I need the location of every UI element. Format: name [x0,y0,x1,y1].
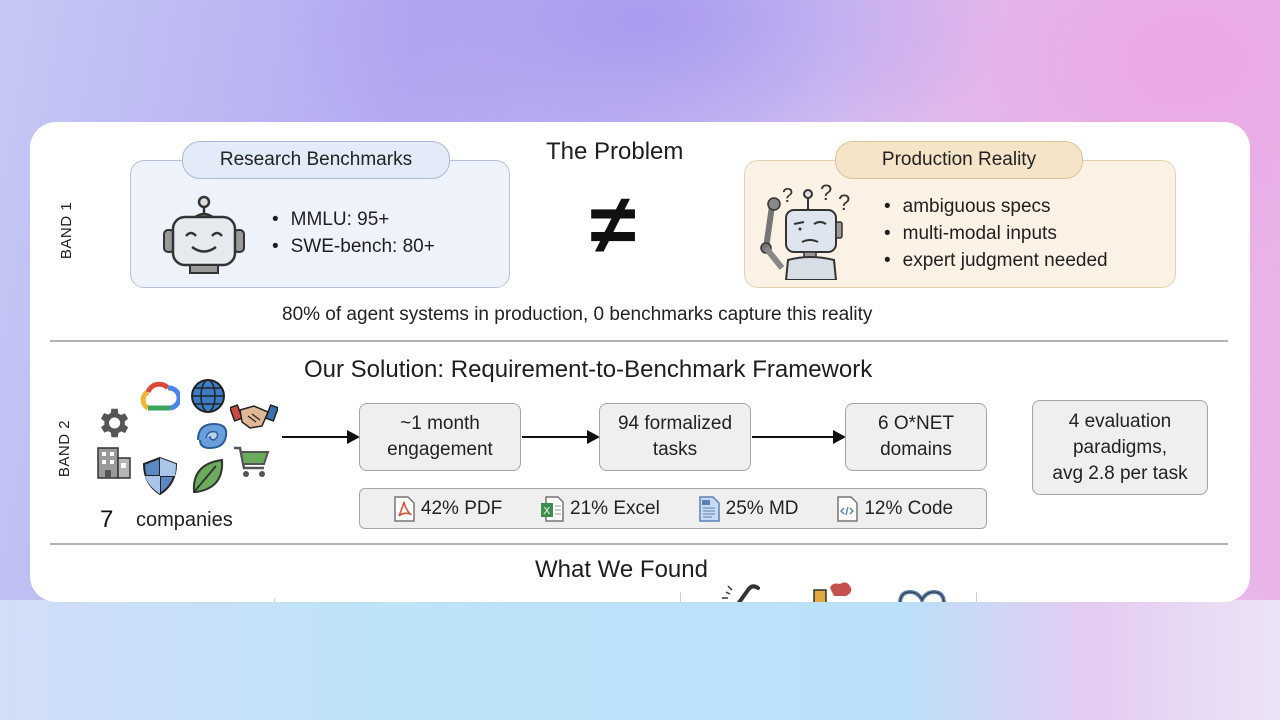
infinity-icon [898,589,946,602]
paradigms-line: avg 2.8 per task [1052,462,1188,484]
problem-title: The Problem [546,138,684,165]
cart-icon [234,446,270,477]
cloud-icon [140,381,180,411]
swirl-icon [197,422,228,450]
svg-text:?: ? [782,185,793,207]
band-divider [50,340,1228,342]
research-bullet: MMLU: 95+ [272,206,435,233]
production-reality-tag: Production Reality [835,141,1083,179]
svg-text:?: ? [820,180,832,205]
step-line: domains [880,439,952,460]
step-line: engagement [387,439,493,460]
not-equal-symbol: ≠ [590,177,637,271]
shield-icon [142,456,178,496]
evaluation-paradigms-box: 4 evaluation paradigms, avg 2.8 per task [1032,400,1208,495]
production-bullet: multi-modal inputs [884,220,1108,247]
research-bullets: MMLU: 95+ SWE-bench: 80+ [272,206,435,260]
production-bullets: ambiguous specs multi-modal inputs exper… [884,193,1108,274]
column-divider [274,598,275,602]
file-type-item: X 21% Excel [540,495,660,522]
column-divider [680,592,681,602]
onet-domains-step: 6 O*NET domains [845,403,987,471]
broken-link-icon [722,584,760,602]
band-2-label: BAND 2 [56,419,74,478]
file-type-label: 42% PDF [420,497,503,519]
companies-label: companies [136,509,233,531]
paradigms-line: 4 evaluation [1068,410,1172,432]
step-line: tasks [652,439,698,460]
column-divider [976,592,977,602]
flow-arrow [282,430,360,444]
findings-title: What We Found [535,556,708,583]
confused-robot-icon: ? ? ? [760,180,850,280]
file-type-item: 12% Code [836,495,954,522]
file-types-bar: 42% PDF X 21% Excel 25% MD 12% [359,488,987,529]
gear-icon [100,408,129,438]
happy-robot-icon [163,195,245,274]
band-1-label: BAND 1 [58,201,76,260]
file-type-item: 25% MD [698,495,799,522]
paradigms-line: paradigms, [1072,436,1167,458]
solution-title: Our Solution: Requirement-to-Benchmark F… [304,356,873,383]
step-line: ~1 month [400,413,480,434]
svg-text:?: ? [838,190,850,215]
production-bullet: ambiguous specs [884,193,1108,220]
leaf-icon [192,458,224,493]
puzzle-icon [813,582,852,602]
step-line: 94 formalized [617,413,733,434]
markdown-file-icon [698,495,720,522]
file-type-item: 42% PDF [393,495,503,522]
code-file-icon [837,495,859,522]
globe-icon [191,379,225,413]
file-type-label: 21% Excel [570,497,660,519]
production-bullet: expert judgment needed [884,247,1108,274]
problem-caption: 80% of agent systems in production, 0 be… [282,304,873,325]
excel-file-icon: X [541,495,564,522]
building-icon [97,447,131,479]
background-bottom [0,600,1280,720]
handshake-icon [230,404,278,429]
step-line: 6 O*NET [877,413,955,434]
file-type-label: 12% Code [864,497,954,519]
research-benchmarks-tag: Research Benchmarks [182,141,450,179]
engagement-step: ~1 month engagement [359,403,521,471]
diagram-card: BAND 1 Research Benchmarks MMLU: 95+ SWE… [30,122,1250,602]
flow-arrow [522,430,600,444]
pdf-file-icon [394,495,415,522]
file-type-label: 25% MD [725,497,799,519]
formalized-tasks-step: 94 formalized tasks [599,403,751,471]
svg-text:X: X [544,506,551,517]
companies-count: 7 [100,506,114,533]
band-divider [50,543,1228,545]
flow-arrow [752,430,846,444]
research-bullet: SWE-bench: 80+ [272,233,435,260]
